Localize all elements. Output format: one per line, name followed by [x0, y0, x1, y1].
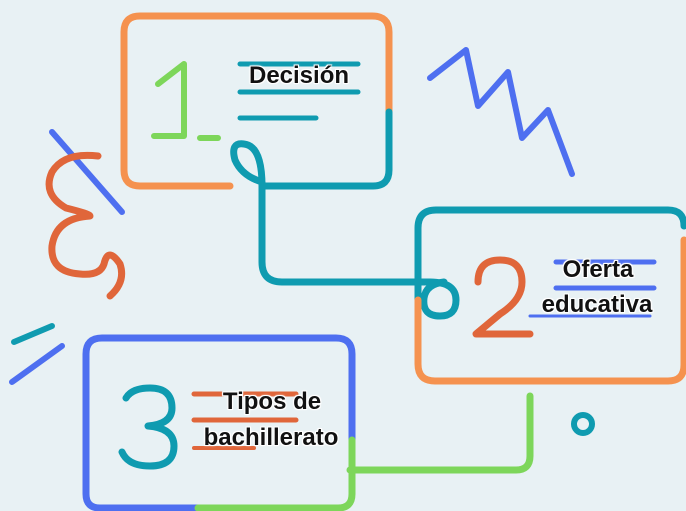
step-1-box	[120, 12, 393, 190]
connector-1-2	[230, 140, 460, 320]
step-3-title-line-2: bachillerato	[203, 424, 339, 451]
step-2-title-line-2: educativa	[541, 291, 653, 318]
zigzag-decoration	[427, 47, 575, 177]
slash-decoration	[49, 129, 125, 215]
step-1-title-highlight	[237, 61, 361, 121]
dash-decoration-lower	[9, 343, 65, 385]
step-3-title-highlight	[191, 391, 299, 450]
step-3-number	[118, 384, 178, 470]
ring-decoration	[571, 412, 595, 436]
step-1-number	[151, 61, 221, 141]
step-2-box	[414, 206, 686, 385]
step-3-box	[82, 334, 356, 511]
step-2-title-line-1: Oferta	[562, 256, 634, 283]
step-2-number	[472, 256, 534, 338]
step-1-title: Decisión	[248, 62, 350, 89]
step-3-title-line-1: Tipos de	[222, 388, 322, 415]
curl-decoration	[45, 151, 126, 300]
step-2-title-highlight	[528, 259, 657, 318]
connector-2-3	[346, 392, 534, 474]
dash-decoration-upper	[11, 323, 55, 345]
